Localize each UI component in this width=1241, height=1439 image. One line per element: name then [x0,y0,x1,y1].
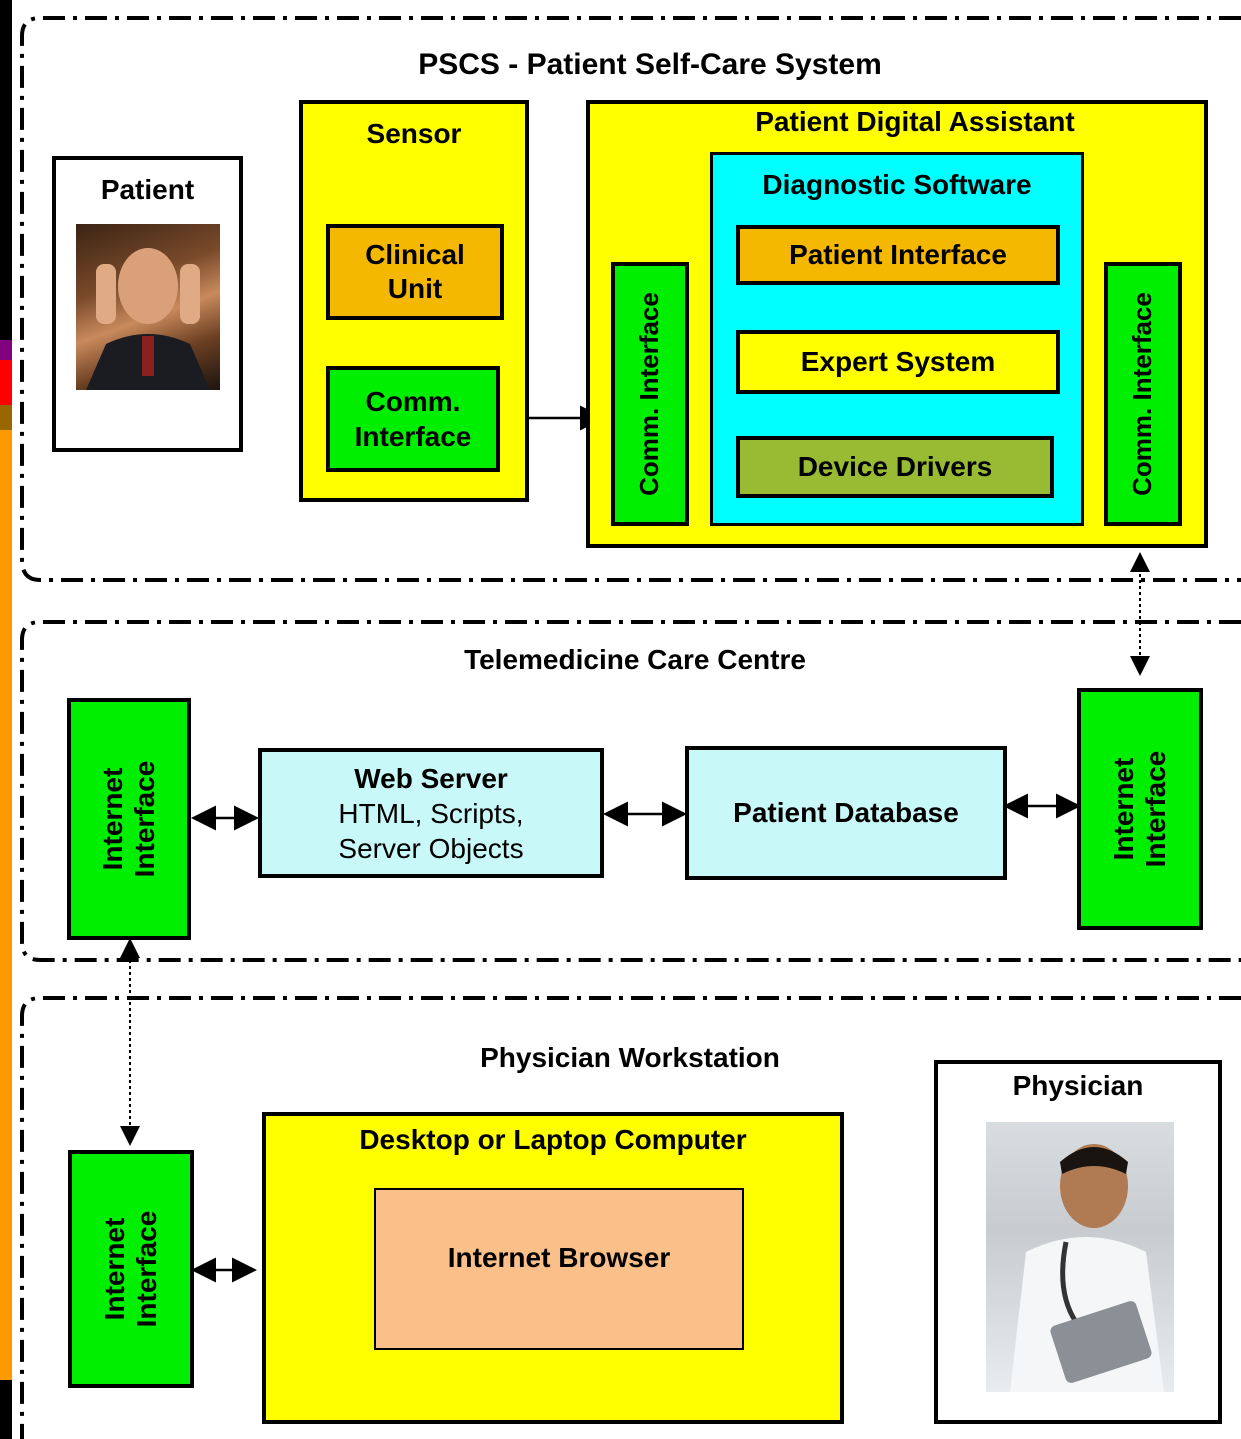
patient-interface-box: Patient Interface [736,225,1060,285]
web-server-title: Web Server [354,762,508,794]
pda-comm-left-label: Comm. Interface [634,292,665,496]
pda-comm-left-box: Comm. Interface [611,262,689,526]
left-edge-strip-brown [0,405,12,430]
clinical-unit-label: Clinical Unit [365,239,465,304]
sensor-comm-interface-box: Comm. Interface [326,366,500,472]
expert-system-label: Expert System [800,346,996,377]
left-edge-strip-purple [0,340,12,360]
sensor-label: Sensor [366,118,462,149]
patient-label: Patient [100,174,195,205]
web-server-line2: Server Objects [338,832,524,864]
patient-photo [76,224,220,390]
ws-internet-label: Internet Interface [98,1210,162,1328]
pscs-section-border [20,16,1241,582]
physician-label: Physician [1012,1070,1144,1101]
dotted-connectors [120,552,1150,1146]
computer-label: Desktop or Laptop Computer [359,1124,747,1155]
device-drivers-label: Device Drivers [797,451,993,482]
care-internet-left-box: Internet Interface [67,698,191,940]
ws-internet-box: Internet Interface [68,1150,194,1388]
web-server-box: Web Server HTML, Scripts, Server Objects [258,748,604,878]
patient-database-label: Patient Database [733,797,959,828]
physician-box: Physician [934,1060,1222,1424]
section-borders [20,16,1241,1439]
ws-section-title: Physician Workstation [480,1042,780,1073]
care-internet-right-box: Internet Interface [1077,688,1203,930]
physician-photo [986,1122,1174,1392]
left-edge-strip-dark [0,0,12,340]
sensor-comm-interface-label: Comm. Interface [354,386,472,452]
clinical-unit-box: Clinical Unit [326,224,504,320]
device-drivers-box: Device Drivers [736,436,1054,498]
physician-figure-icon [1010,1144,1164,1392]
web-server-line1: HTML, Scripts, [338,797,524,829]
pda-comm-right-label: Comm. Interface [1127,292,1158,496]
left-edge-strip-red [0,360,12,405]
care-section-title: Telemedicine Care Centre [464,644,806,675]
pda-comm-right-box: Comm. Interface [1104,262,1182,526]
patient-figure-icon [86,248,210,390]
patient-box: Patient [52,156,243,452]
patient-database-box: Patient Database [685,746,1007,880]
left-edge-strip-dark-bottom [0,1380,12,1439]
pscs-section-title: PSCS - Patient Self-Care System [418,48,882,81]
care-section-border [20,620,1241,962]
expert-system-box: Expert System [736,330,1060,394]
care-internet-left-label: Internet Interface [96,760,160,878]
pda-label: Patient Digital Assistant [755,106,1075,137]
internet-browser-box: Internet Browser [374,1188,744,1350]
ws-section-border [20,996,1241,1439]
internet-browser-label: Internet Browser [447,1242,671,1273]
care-internet-right-label: Internet Interface [1107,750,1171,868]
patient-interface-label: Patient Interface [789,239,1007,270]
diagnostic-software-label: Diagnostic Software [762,169,1032,200]
